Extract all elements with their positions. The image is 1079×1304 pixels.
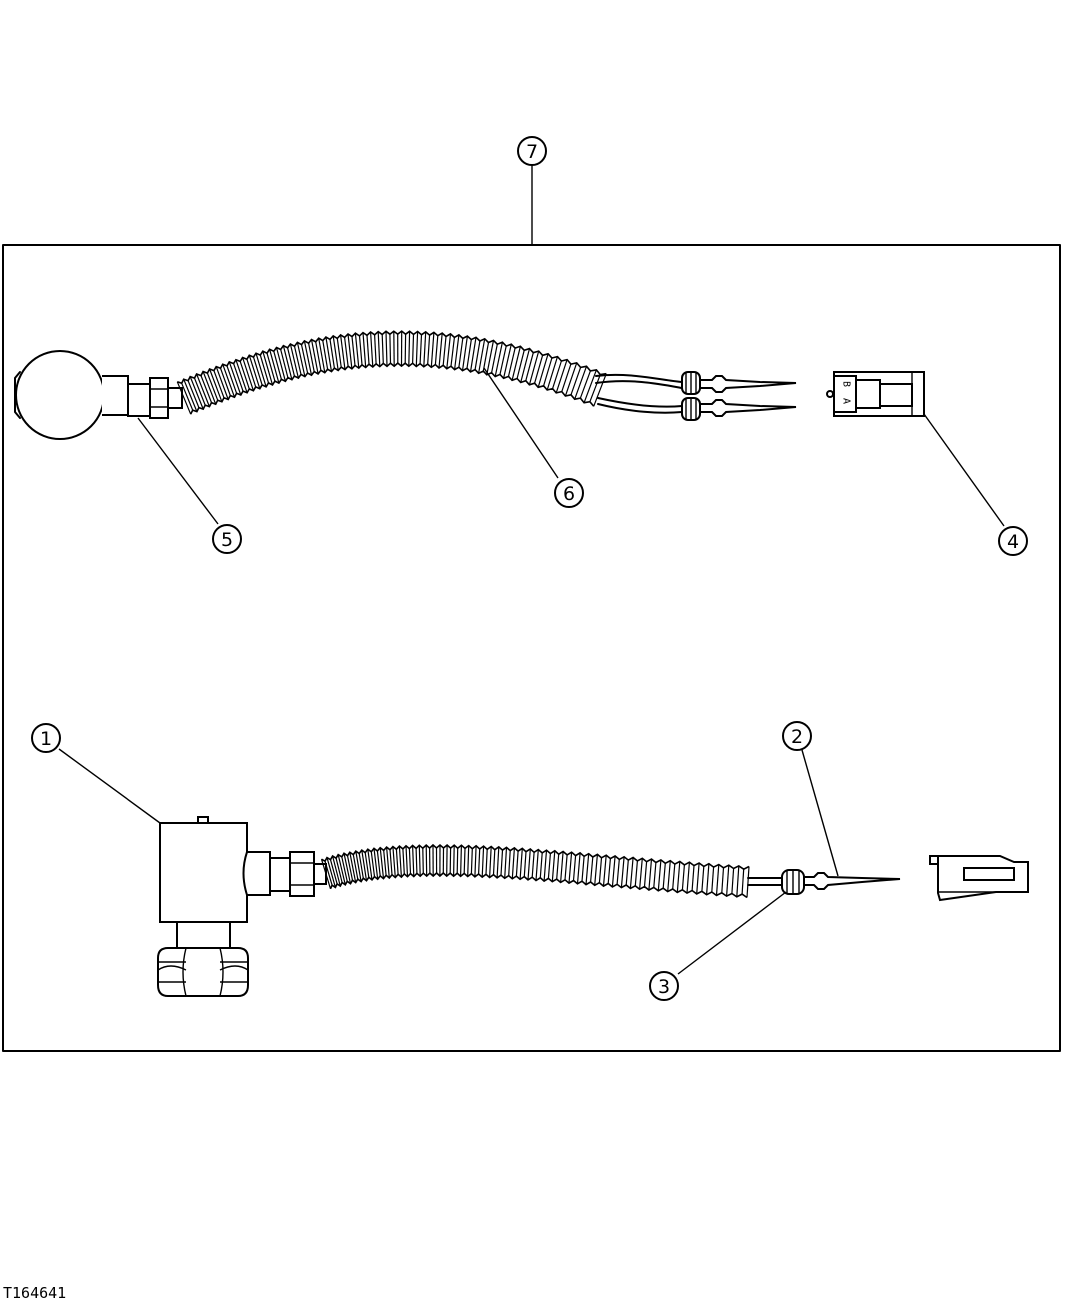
pin-label-b: B — [841, 381, 852, 387]
pin-label-a: A — [841, 398, 852, 404]
leader-3 — [677, 891, 787, 975]
callout-6-label: 6 — [563, 483, 575, 505]
callout-2: 2 — [782, 721, 812, 751]
cube-sensor-body — [159, 822, 248, 923]
sensor-fitting — [127, 383, 151, 417]
callout-5-label: 5 — [221, 529, 233, 551]
callout-4: 4 — [998, 526, 1028, 556]
terminal-pin — [699, 399, 797, 417]
callout-2-label: 2 — [791, 726, 803, 748]
callout-6: 6 — [554, 478, 584, 508]
leader-2 — [801, 749, 839, 877]
diagram-frame — [2, 244, 1061, 1052]
upper-corrugated-conduit — [176, 330, 607, 415]
terminal-pin — [699, 375, 797, 393]
callout-1-label: 1 — [40, 728, 52, 750]
upper-sensor-assembly: B A — [14, 330, 925, 440]
callout-1: 1 — [31, 723, 61, 753]
lower-terminal-pin — [803, 872, 901, 890]
lower-fitting-nut — [289, 851, 315, 897]
lower-sensor-assembly — [157, 816, 1029, 997]
leader-1 — [58, 748, 161, 824]
callout-3-label: 3 — [658, 976, 670, 998]
sensor-tab — [14, 371, 21, 419]
callout-5: 5 — [212, 524, 242, 554]
figure-id: T164641 — [3, 1284, 67, 1302]
callout-3: 3 — [649, 971, 679, 1001]
lower-corrugated-conduit — [320, 843, 750, 899]
sensor-neck — [102, 375, 129, 416]
callout-7: 7 — [517, 136, 547, 166]
round-sensor-body — [15, 350, 105, 440]
leader-6 — [483, 367, 559, 479]
hex-nut — [157, 947, 249, 997]
callout-4-label: 4 — [1007, 531, 1019, 553]
callout-7-label: 7 — [526, 141, 538, 163]
sensor-collar — [167, 387, 183, 409]
leader-5 — [137, 417, 219, 525]
leader-lines — [58, 164, 1005, 975]
leader-4 — [923, 413, 1005, 527]
sensor-nut — [149, 377, 169, 419]
